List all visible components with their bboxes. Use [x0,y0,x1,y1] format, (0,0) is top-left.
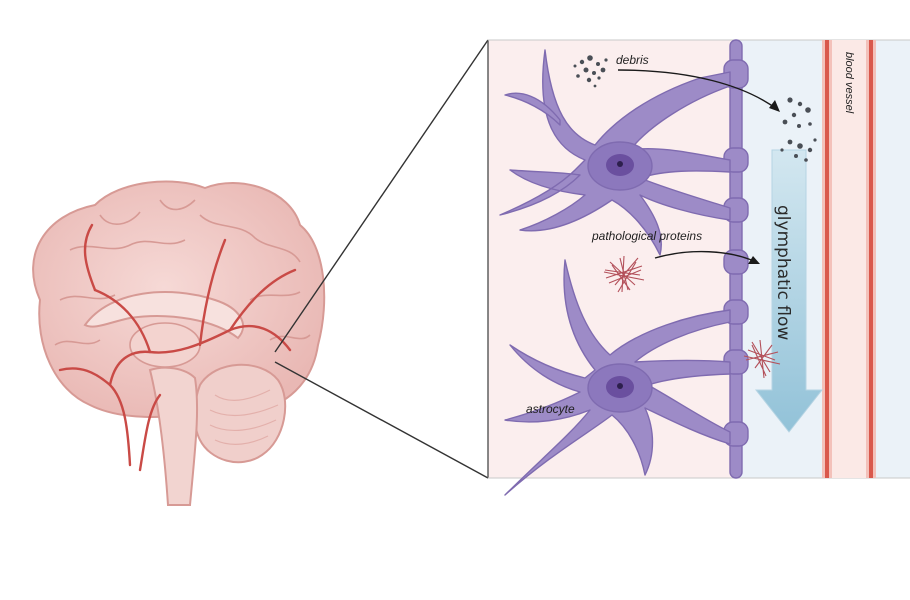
brain-illustration [32,180,326,506]
cerebellum [193,363,287,464]
label-blood-vessel: blood vessel [843,52,855,114]
brainstem [148,366,199,506]
debris-transport-arrow [617,69,779,111]
astrocyte-lower-nucleolus [617,383,623,389]
glymphatic-flow-arrow [754,149,824,433]
transport-arrows [617,69,779,263]
protein-aggregate-source [603,255,645,293]
debris-cluster-destination [780,97,817,162]
label-debris: debris [616,53,649,67]
vessel-wall-right-core [869,40,873,478]
brain-blood-vessels [58,223,297,472]
vessel-lumen [832,40,866,478]
cerebellum-folia [209,389,279,445]
debris-cluster-source [573,55,608,88]
astrocyte-upper-nucleolus [617,161,623,167]
protein-aggregate-destination [743,339,781,379]
label-astrocyte: astrocyte [526,402,575,416]
zoom-panel: debris pathological proteins astrocyte b… [487,39,910,496]
debris-arrowhead [769,100,780,112]
corpus-callosum [83,291,244,340]
label-glymphatic-flow: glymphatic flow [773,205,793,340]
protein-arrowhead [748,256,760,264]
zoom-lines [274,39,489,479]
vessel-wall-left-core [825,40,829,478]
label-pathological-proteins: pathological proteins [591,229,702,243]
protein-transport-arrow [654,250,757,263]
